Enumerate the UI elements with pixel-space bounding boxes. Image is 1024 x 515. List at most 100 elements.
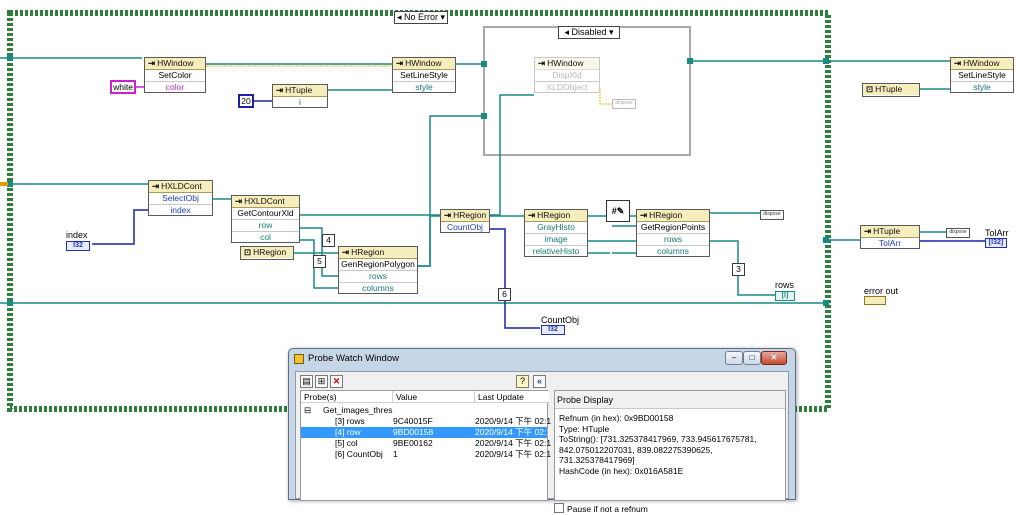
add-probe-icon[interactable]: ⊞: [315, 375, 328, 388]
invoke-arrow-icon: ⇥: [954, 58, 962, 68]
index-label: index: [66, 230, 88, 240]
probe-window-title: Probe Watch Window: [308, 353, 399, 364]
delete-probe-icon[interactable]: ✕: [330, 375, 343, 388]
probe-name: [6] CountObj: [335, 449, 383, 459]
node-terminal-xldobject[interactable]: XLDObject: [535, 81, 599, 93]
invoke-arrow-icon: ⇥: [235, 196, 243, 206]
node-terminal-style[interactable]: style: [951, 81, 1013, 93]
probe-list[interactable]: Probe(s) Value Last Update ⊟ Get_images_…: [300, 390, 551, 501]
node-class: HWindow: [157, 58, 194, 68]
close-button[interactable]: ✕: [761, 351, 787, 365]
tree-root-item[interactable]: ⊟ Get_images_thres: [301, 405, 547, 416]
node-class: HXLDCont: [161, 181, 202, 191]
case-selector[interactable]: ◂ No Error ▾: [394, 11, 448, 24]
hregion-grayhisto-node[interactable]: ⇥HRegion GrayHisto image relativeHisto: [524, 209, 588, 257]
probe-number-6[interactable]: 6: [498, 288, 511, 301]
node-terminal-columns[interactable]: columns: [637, 245, 709, 257]
decrement-arrow-icon[interactable]: ◂: [396, 12, 402, 22]
node-method: SetLineStyle: [958, 70, 1006, 80]
hxldcont-selectobj-node[interactable]: ⇥HXLDCont SelectObj index: [148, 180, 213, 216]
column-header-last-update[interactable]: Last Update: [475, 391, 549, 403]
node-terminal-columns[interactable]: columns: [339, 282, 417, 294]
table-row-selected[interactable]: [4] row 9BD00158 2020/9/14 下午 02:1: [301, 427, 551, 438]
probe-watch-window[interactable]: Probe Watch Window – □ ✕ ▤ ⊞ ✕ ? « Probe…: [288, 348, 796, 514]
pause-checkbox[interactable]: Pause if not a refnum: [554, 503, 648, 515]
index-control[interactable]: I32: [66, 241, 90, 251]
tree-collapse-icon[interactable]: ⊟: [304, 405, 312, 415]
tolarr-indicator[interactable]: [I32]: [985, 238, 1007, 248]
probe-name: [4] row: [335, 427, 361, 437]
column-header-probes[interactable]: Probe(s): [301, 391, 393, 403]
hwindow-setlinestyle-node-right[interactable]: ⇥HWindow SetLineStyle style: [950, 57, 1014, 93]
node-terminal-rows[interactable]: rows: [339, 270, 417, 282]
hwindow-setlinestyle-node[interactable]: ⇥HWindow SetLineStyle style: [392, 57, 456, 93]
probe-number-5[interactable]: 5: [313, 255, 326, 268]
node-class: HRegion: [453, 210, 487, 220]
column-header-value[interactable]: Value: [393, 391, 475, 403]
probe-name: [5] col: [335, 438, 358, 448]
hwindow-setcolor-node[interactable]: ⇥HWindow SetColor color: [144, 57, 206, 93]
node-class: HWindow: [963, 58, 1000, 68]
node-class: HWindow: [405, 58, 442, 68]
minimize-button[interactable]: –: [725, 351, 743, 365]
invoke-arrow-icon: ⇥: [538, 58, 546, 68]
node-terminal-image[interactable]: image: [525, 233, 587, 245]
hregion-genregionpolygon-node[interactable]: ⇥HRegion GenRegionPolygon rows columns: [338, 246, 418, 294]
probe-window-body: ▤ ⊞ ✕ ? « Probe(s) Value Last Update ⊟ G…: [295, 371, 789, 514]
htuple-tolarr-node[interactable]: ⇥HTuple TolArr: [860, 225, 920, 249]
node-class: HRegion: [253, 247, 287, 257]
node-class: HWindow: [547, 58, 584, 68]
hregion-countobj-node[interactable]: ⇥HRegion CountObj: [440, 209, 490, 233]
white-string-constant[interactable]: white: [110, 80, 136, 94]
htuple-i-node[interactable]: ⇥HTuple i: [272, 84, 328, 108]
probe-window-icon: [294, 354, 304, 364]
maximize-button[interactable]: □: [743, 351, 761, 365]
disabled-selector[interactable]: ◂ Disabled ▾: [558, 26, 620, 39]
probe-number-3[interactable]: 3: [732, 263, 745, 276]
chevron-down-icon[interactable]: ▾: [609, 27, 614, 37]
node-terminal-i[interactable]: i: [299, 97, 301, 107]
node-method: GetRegionPoints: [640, 222, 706, 232]
probe-tostring: ToString(): [731.325378417969, 733.94561…: [559, 434, 757, 465]
node-class: HTuple: [873, 226, 901, 236]
node-terminal-col[interactable]: col: [232, 231, 299, 243]
decrement-arrow-icon[interactable]: ◂: [564, 27, 569, 37]
probe-name: [3] rows: [335, 416, 365, 426]
node-terminal-relativehisto[interactable]: relativeHisto: [525, 245, 587, 257]
node-method: DispXld: [552, 70, 582, 80]
node-terminal-row[interactable]: row: [232, 219, 299, 231]
hregion-constant-node[interactable]: ⊡HRegion: [240, 246, 294, 260]
node-terminal-color[interactable]: color: [145, 81, 205, 93]
node-class: HRegion: [351, 247, 385, 257]
node-terminal-style[interactable]: style: [393, 81, 455, 93]
htuple-constant-node[interactable]: ⊡HTuple: [862, 83, 920, 97]
node-method: SetLineStyle: [400, 70, 448, 80]
twenty-numeric-constant[interactable]: 20: [238, 94, 254, 108]
countobj-indicator[interactable]: I32: [541, 325, 565, 335]
node-method: GetContourXld: [237, 208, 294, 218]
new-probe-icon[interactable]: ▤: [300, 375, 313, 388]
hregion-getregionpoints-node[interactable]: ⇥HRegion GetRegionPoints rows columns: [636, 209, 710, 257]
probe-value: 9BE00162: [393, 438, 433, 448]
table-row[interactable]: [6] CountObj 1 2020/9/14 下午 02:1: [301, 449, 551, 460]
help-icon[interactable]: ?: [516, 375, 529, 388]
node-terminal-index[interactable]: index: [149, 204, 212, 216]
table-row[interactable]: [3] rows 9C40015F 2020/9/14 下午 02:1: [301, 416, 551, 427]
probe-diagram-icon[interactable]: #✎: [606, 200, 630, 222]
hxldcont-getcontourxld-node[interactable]: ⇥HXLDCont GetContourXld row col: [231, 195, 300, 243]
hwindow-dispxld-node[interactable]: ⇥HWindow DispXld XLDObject: [534, 57, 600, 93]
rows-indicator[interactable]: [I]: [775, 291, 795, 301]
invoke-arrow-icon: ⇥: [640, 210, 648, 220]
chevron-down-icon[interactable]: ▾: [440, 12, 446, 22]
error-cluster-icon[interactable]: [864, 296, 886, 305]
checkbox-box[interactable]: [554, 503, 564, 513]
node-method: GrayHisto: [537, 222, 575, 232]
node-class: HRegion: [649, 210, 683, 220]
probe-display-panel: Probe Display Refnum (in hex): 0x9BD0015…: [554, 390, 786, 501]
table-row[interactable]: [5] col 9BE00162 2020/9/14 下午 02:1: [301, 438, 551, 449]
node-terminal-rows[interactable]: rows: [637, 233, 709, 245]
collapse-icon[interactable]: «: [533, 375, 546, 388]
tolarr-label: TolArr: [985, 228, 1009, 238]
probe-number-4[interactable]: 4: [322, 234, 335, 247]
invoke-arrow-icon: ⇥: [276, 85, 284, 95]
